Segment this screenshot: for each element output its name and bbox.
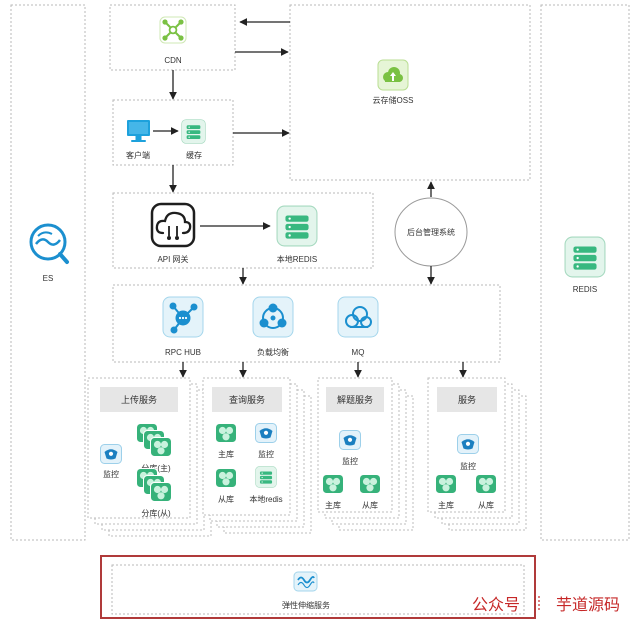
middleware-box — [112, 284, 501, 363]
monitoring-icon — [339, 430, 361, 450]
monitor-icon — [127, 120, 150, 142]
service-title: 解题服务 — [337, 394, 373, 405]
database-icon — [215, 423, 237, 443]
cloud-gateway-icon — [150, 202, 196, 248]
primary-db-label: 主库 — [325, 500, 341, 510]
redis-label: REDIS — [573, 285, 597, 294]
monitoring-icon — [255, 423, 277, 443]
search-engine-icon — [29, 223, 69, 264]
shard-replica-label: 分库(从) — [141, 508, 171, 518]
es-column — [10, 4, 86, 541]
service-header — [212, 387, 282, 412]
database-icon — [215, 468, 237, 488]
es-label: ES — [43, 274, 54, 283]
wave-icon — [293, 571, 318, 592]
cdn-label: CDN — [164, 56, 182, 65]
service-title: 服务 — [458, 394, 476, 405]
shard-primary-label: 分库(主) — [141, 463, 171, 473]
load-balancer-icon — [252, 296, 294, 338]
monitor-label: 监控 — [103, 469, 119, 479]
oss-label: 云存储OSS — [373, 95, 414, 105]
local-redis-label: 本地REDIS — [277, 254, 317, 264]
database-icon — [322, 474, 344, 494]
message-queue-icon — [337, 296, 379, 338]
generic-service-stack: 服务 监控 主库 从库 — [427, 377, 527, 531]
monitor-label: 监控 — [258, 449, 274, 459]
cdn-network-icon — [159, 16, 187, 44]
hub-icon — [162, 296, 204, 338]
autoscale-box — [111, 564, 525, 615]
monitor-label: 监控 — [460, 461, 476, 471]
layer-stack-icon — [255, 466, 277, 488]
database-icon — [359, 474, 381, 494]
redis-column — [540, 4, 630, 541]
layer-stack-icon — [276, 205, 318, 247]
service-header — [326, 387, 384, 412]
query-service-stack: 查询服务 主库 监控 从库 本地redis — [202, 377, 312, 534]
load-balancer-label: 负载均衡 — [257, 347, 289, 357]
watermark-prefix: 公众号 — [472, 595, 520, 614]
autoscale-highlight — [100, 555, 536, 619]
cloud-upload-icon — [377, 59, 409, 91]
layer-stack-icon — [181, 119, 206, 144]
mq-label: MQ — [352, 348, 365, 357]
watermark-name: 芋道源码 — [556, 595, 620, 614]
local-redis-label: 本地redis — [249, 494, 282, 504]
replica-db-label: 从库 — [362, 500, 378, 510]
autoscale-label: 弹性伸缩服务 — [282, 600, 330, 610]
oss-box — [289, 4, 531, 181]
cache-label: 缓存 — [186, 150, 202, 160]
replica-db-label: 从库 — [218, 494, 234, 504]
primary-db-label: 主库 — [218, 449, 234, 459]
admin-label: 后台管理系统 — [407, 227, 455, 237]
database-icon — [435, 474, 457, 494]
client-label: 客户端 — [126, 150, 150, 160]
replica-db-label: 从库 — [478, 500, 494, 510]
rpc-hub-label: RPC HUB — [165, 348, 201, 357]
gateway-label: API 网关 — [157, 254, 188, 264]
layer-stack-icon — [564, 236, 606, 278]
service-title: 查询服务 — [229, 394, 265, 405]
upload-service-stack: 上传服务 监控 分库(主) 分库(从) — [87, 377, 212, 537]
primary-db-label: 主库 — [438, 500, 454, 510]
monitor-label: 监控 — [342, 456, 358, 466]
service-title: 上传服务 — [121, 394, 157, 405]
service-header — [437, 387, 497, 412]
database-icon — [475, 474, 497, 494]
service-header — [100, 387, 178, 412]
monitoring-icon — [457, 434, 479, 454]
monitoring-icon — [100, 444, 122, 464]
solve-service-stack: 解题服务 监控 主库 从库 — [317, 377, 414, 531]
